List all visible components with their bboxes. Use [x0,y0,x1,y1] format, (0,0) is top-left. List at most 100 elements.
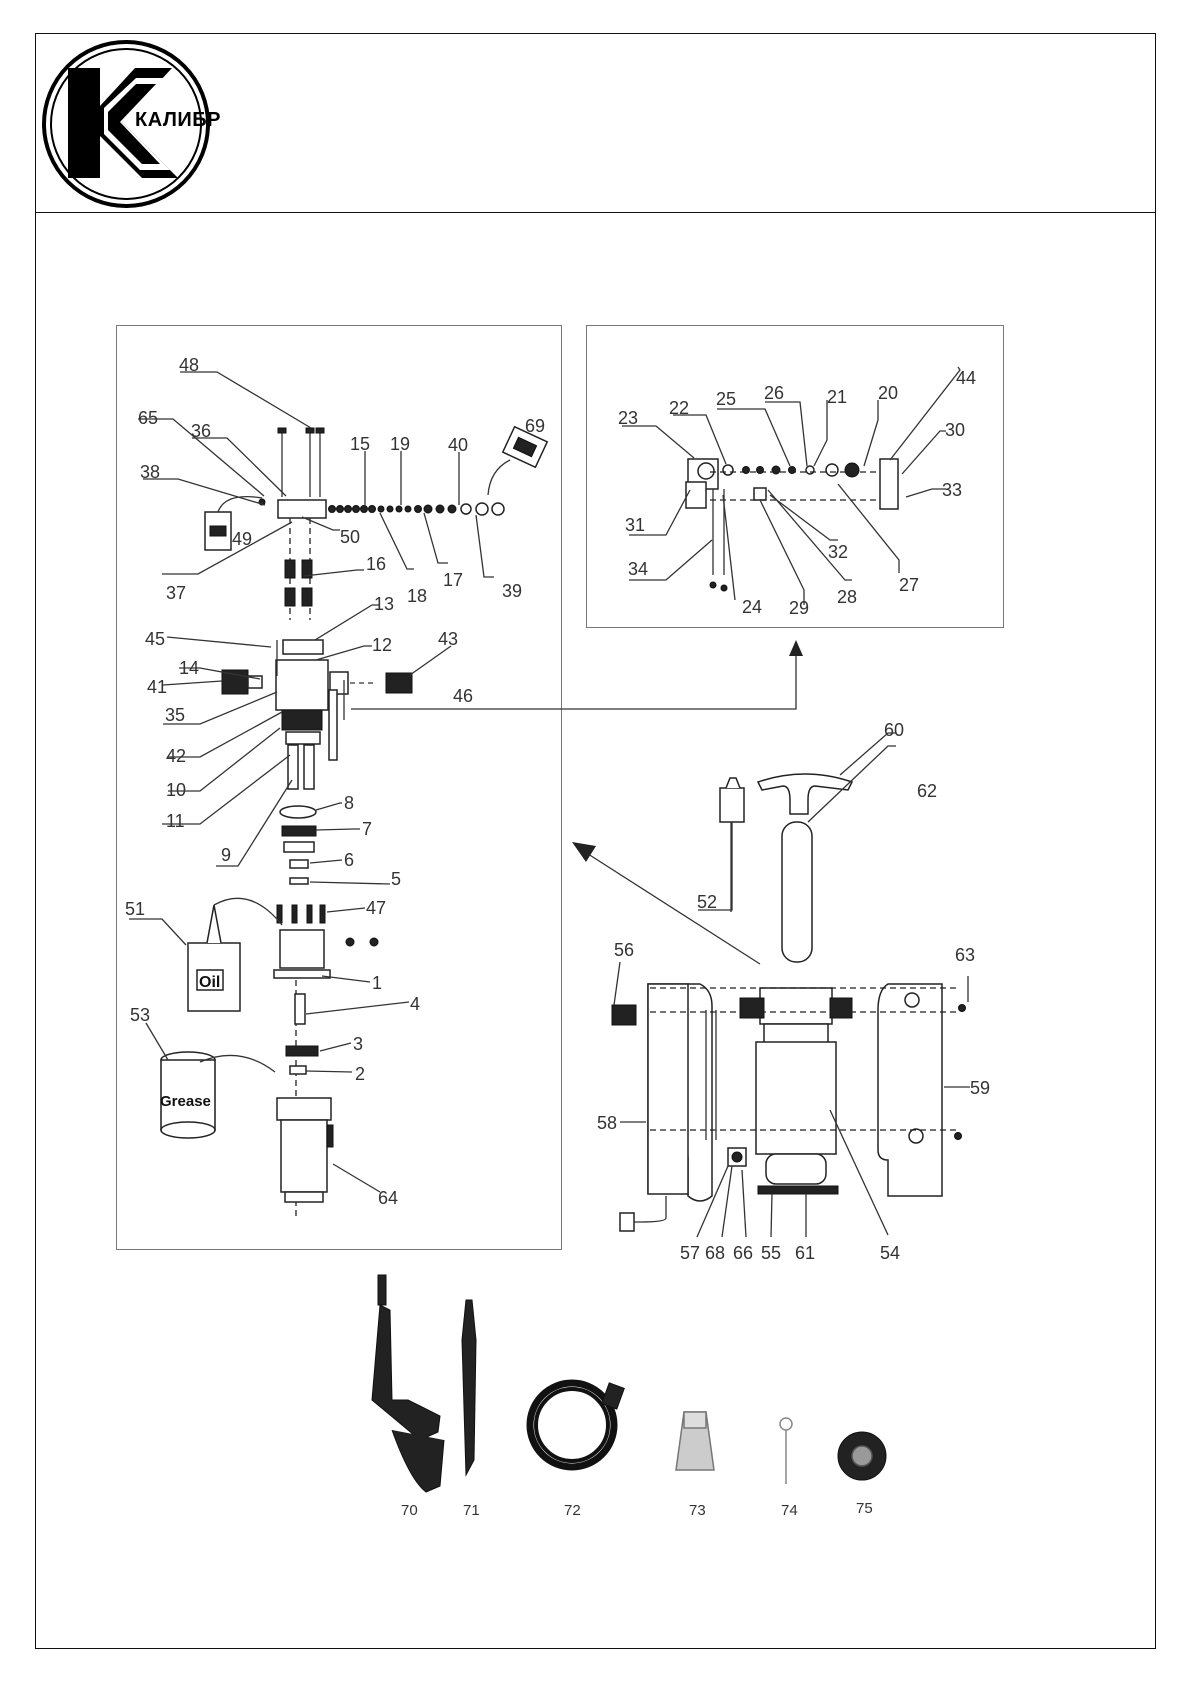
label-7: 7 [362,819,372,839]
bolt-48 [277,427,325,497]
label-45: 45 [145,629,165,649]
label-51: 51 [125,899,145,919]
label-27: 27 [899,575,919,595]
label-39: 39 [502,581,522,601]
label-15: 15 [350,434,370,454]
header-divider [35,212,1156,213]
label-28: 28 [837,587,857,607]
label-65: 65 [138,408,158,428]
leader-lines [129,366,970,1238]
label-32: 32 [828,542,848,562]
pump-body [275,659,329,711]
label-68: 68 [705,1243,725,1263]
label-48: 48 [179,355,199,375]
label-11: 11 [166,811,185,831]
label-69: 69 [525,416,545,436]
spray-gun-70 [371,1274,445,1493]
logo-text: КАЛИБР [135,109,222,131]
part-labels: 48 65 36 15 19 40 69 38 49 50 37 18 17 3… [125,355,990,1519]
label-49: 49 [232,529,252,549]
label-40: 40 [448,435,468,455]
label-8: 8 [344,793,354,813]
label-22: 22 [669,398,689,418]
body-assembly [611,773,966,1232]
label-29: 29 [789,598,809,618]
label-42: 42 [166,746,186,766]
label-2: 2 [355,1064,365,1084]
label-24: 24 [742,597,762,617]
label-16: 16 [366,554,386,574]
label-10: 10 [166,780,186,800]
label-47: 47 [366,898,386,918]
valve-assembly [685,458,899,592]
label-37: 37 [166,583,186,603]
label-54: 54 [880,1243,900,1263]
outlet-connector-43 [385,672,413,694]
valve-detail-panel [586,325,1004,628]
label-31: 31 [625,515,645,535]
oil-bottle-49 [204,495,263,551]
pump-head-top [277,499,327,519]
oil-text: Oil [199,974,220,991]
motor-64 [276,1097,334,1203]
label-19: 19 [390,434,410,454]
label-60: 60 [884,720,904,740]
label-46: 46 [453,686,473,706]
label-38: 38 [140,462,160,482]
label-30: 30 [945,420,965,440]
label-13: 13 [374,594,394,614]
pump-exploded-panel [116,325,562,1250]
label-57: 57 [680,1243,700,1263]
label-9: 9 [221,845,231,865]
label-17: 17 [443,570,463,590]
label-5: 5 [391,869,401,889]
label-18: 18 [407,586,427,606]
label-64: 64 [378,1188,398,1208]
oil-bottle-69 [501,425,549,469]
label-44: 44 [956,368,976,388]
label-73: 73 [689,1502,706,1519]
grease-can-53 [160,1051,276,1139]
label-72: 72 [564,1502,581,1519]
label-33: 33 [942,480,962,500]
label-71: 71 [463,1502,480,1519]
label-56: 56 [614,940,634,960]
label-1: 1 [372,973,382,993]
label-4: 4 [410,994,420,1014]
label-70: 70 [401,1502,418,1519]
label-34: 34 [628,559,648,579]
screws-47 [276,904,326,924]
label-59: 59 [970,1078,990,1098]
label-61: 61 [795,1243,815,1263]
label-36: 36 [191,421,211,441]
pump-housing-1 [279,929,325,969]
label-50: 50 [340,527,360,547]
seal-row [328,502,505,516]
valves-16 [284,559,313,607]
label-62: 62 [917,781,937,801]
label-35: 35 [165,705,185,725]
page-frame [35,33,1156,1649]
label-14: 14 [179,658,199,678]
label-55: 55 [761,1243,781,1263]
label-20: 20 [878,383,898,403]
label-25: 25 [716,389,736,409]
label-23: 23 [618,408,638,428]
inlet-connector-41 [221,669,249,695]
label-74: 74 [781,1502,798,1519]
label-12: 12 [372,635,392,655]
label-21: 21 [827,387,847,407]
kalibr-logo [42,40,210,208]
label-41: 41 [147,677,167,697]
accessories [371,1274,887,1493]
oil-bottle-51 [187,897,283,1012]
label-26: 26 [764,383,784,403]
label-63: 63 [955,945,975,965]
label-75: 75 [856,1500,873,1517]
label-3: 3 [353,1034,363,1054]
label-43: 43 [438,629,458,649]
grease-text: Grease [160,1093,211,1110]
label-58: 58 [597,1113,617,1133]
label-53: 53 [130,1005,150,1025]
